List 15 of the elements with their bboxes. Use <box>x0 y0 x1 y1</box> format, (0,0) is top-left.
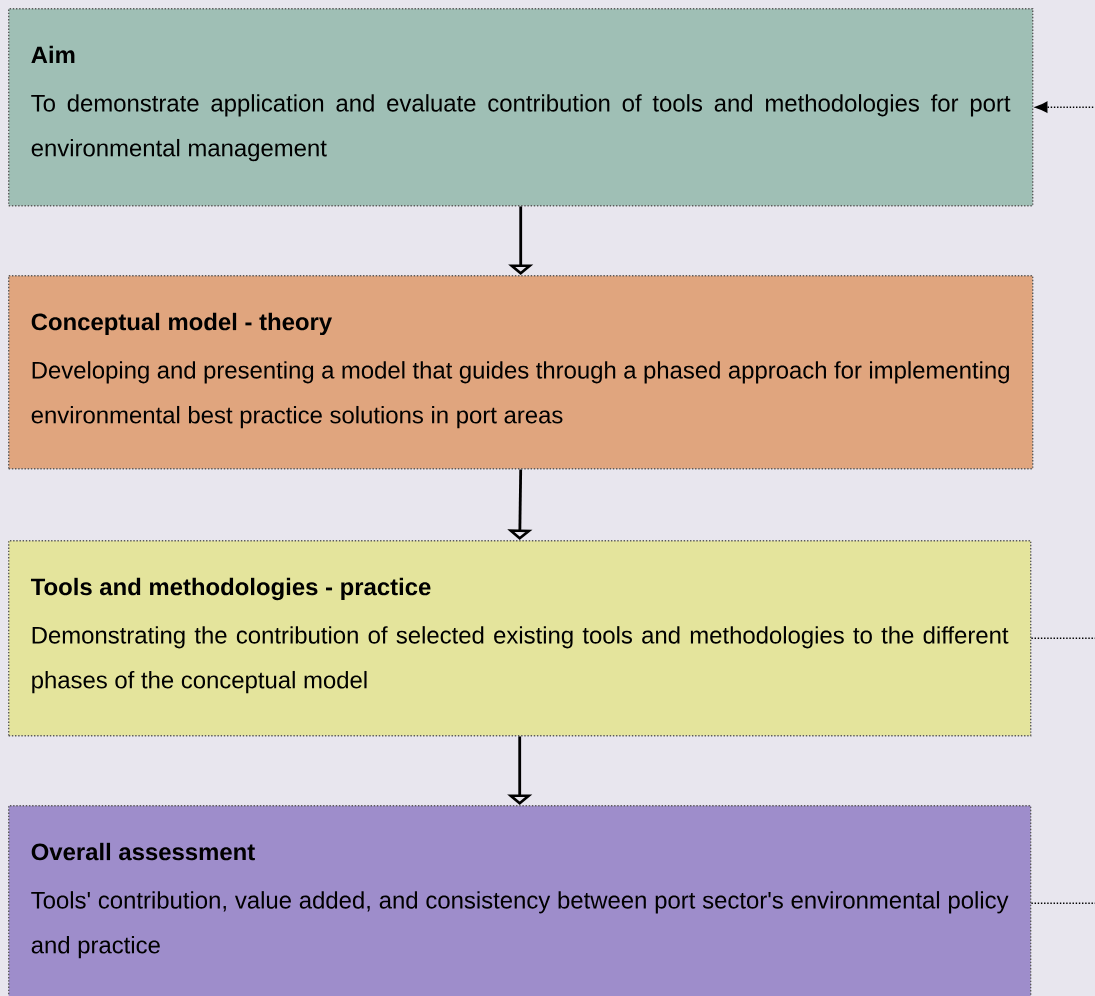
box-description: Tools' contribution, value added, and consistency between port sector's environmental policy and practice <box>31 891 1009 959</box>
box-heading: Tools and methodologies - practice <box>31 577 431 601</box>
box-heading: Overall assessment <box>31 842 255 861</box>
arrow <box>1035 101 1095 113</box>
box-description: To demonstrate application and evaluate contribution of tools and methodologies for port environmental management <box>31 94 1011 162</box>
text-box <box>8 540 1032 737</box>
text-box <box>8 805 1032 996</box>
box-description: Developing and presenting a model that guides through a phased approach for implementing environmental best practice solutions in port areas <box>31 361 1009 429</box>
text-box <box>8 8 1034 207</box>
connector-line <box>1030 637 1095 639</box>
box-description: Demonstrating the contribution of selected existing tools and methodologies to the different phases of the conceptual model <box>32 626 1009 694</box>
connector-line <box>1030 902 1095 904</box>
box-heading: Conceptual model - theory <box>31 312 332 336</box>
box-heading: Aim <box>31 45 75 64</box>
text-box <box>8 275 1034 470</box>
